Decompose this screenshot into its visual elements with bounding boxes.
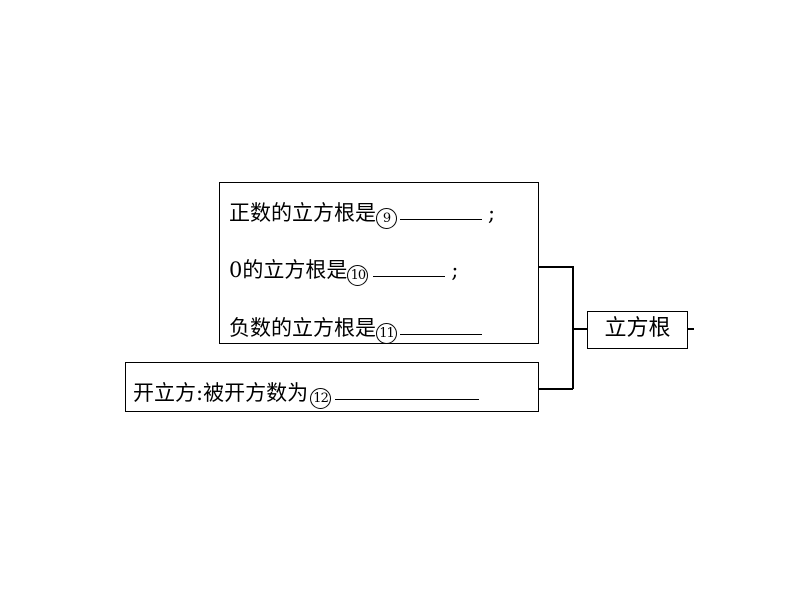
bracket-vertical — [572, 266, 574, 389]
positive-cube-root-text: 正数的立方根是 — [229, 201, 376, 225]
semicolon-1: ; — [488, 201, 496, 225]
title-tail-tick — [688, 328, 694, 330]
bracket-to-title-line — [572, 328, 587, 330]
upper-property-box — [219, 182, 539, 344]
answer-blank-10[interactable] — [373, 256, 446, 277]
cube-root-operation-text: 开立方:被开方数为 — [133, 381, 309, 405]
negative-cube-root-text: 负数的立方根是 — [229, 316, 376, 340]
semicolon-2: ; — [451, 258, 459, 282]
answer-blank-11[interactable] — [400, 314, 482, 335]
lower-definition-box — [125, 362, 539, 412]
bracket-bottom-arm — [539, 388, 573, 390]
circled-number-10: 10 — [347, 265, 369, 286]
circled-number-11: 11 — [376, 323, 397, 344]
answer-blank-9[interactable] — [400, 199, 482, 220]
circled-number-9: 9 — [376, 208, 397, 229]
cube-root-title: 立方根 — [604, 316, 671, 341]
bracket-top-arm — [539, 266, 573, 268]
answer-blank-12[interactable] — [335, 379, 480, 400]
circled-number-12: 12 — [310, 388, 332, 409]
zero-cube-root-text: 0的立方根是 — [229, 258, 348, 282]
cube-root-title-box — [587, 311, 688, 349]
